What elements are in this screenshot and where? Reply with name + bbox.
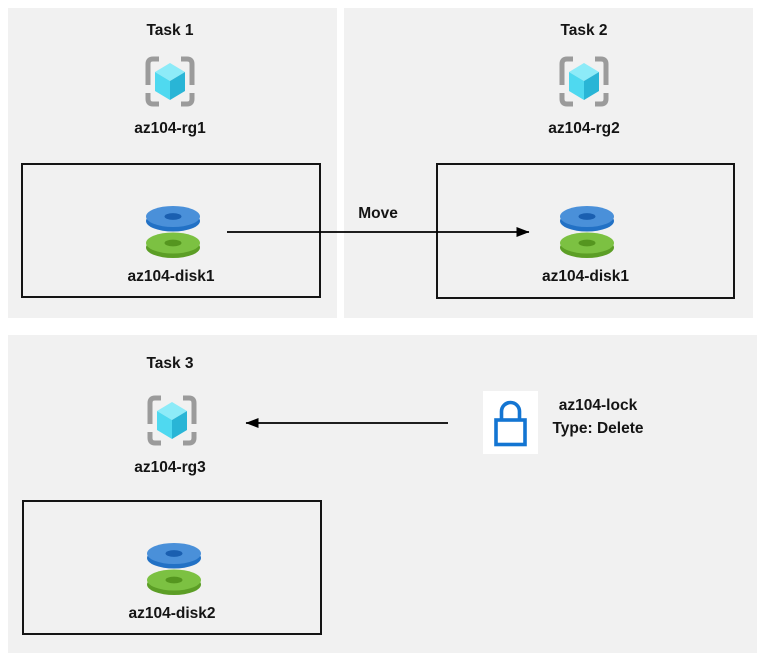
- task1-rg-label: az104-rg1: [134, 120, 206, 137]
- resource-group-icon: [142, 54, 198, 110]
- disk-icon: [147, 543, 201, 595]
- task3-panel: Task 3 az104-rg3 az104-disk2: [8, 335, 757, 653]
- lock-tile: [483, 391, 538, 454]
- task1-disk-label: az104-disk1: [127, 268, 215, 285]
- lock-icon: [494, 400, 527, 447]
- lock-name: az104-lock: [558, 397, 638, 414]
- disk-icon: [560, 206, 614, 258]
- task3-title: Task 3: [146, 355, 194, 372]
- task2-title: Task 2: [560, 22, 608, 39]
- lock-label-block: az104-lock Type: Delete: [538, 394, 658, 440]
- disk-icon: [146, 206, 200, 258]
- task2-rg-label: az104-rg2: [548, 120, 620, 137]
- resource-group-icon: [144, 393, 200, 449]
- task2-panel: Task 2 az104-rg2 az104-disk1: [344, 8, 753, 318]
- task2-disk-label: az104-disk1: [541, 268, 630, 285]
- task3-disk-box: az104-disk2: [22, 500, 322, 635]
- task3-rg-label: az104-rg3: [134, 459, 206, 476]
- task1-disk-box: az104-disk1: [21, 163, 321, 298]
- task3-disk-label: az104-disk2: [128, 605, 216, 622]
- task1-panel: Task 1 az104-rg1 az104-disk1: [8, 8, 337, 318]
- task2-disk-box: az104-disk1: [436, 163, 735, 299]
- move-arrow-label: Move: [358, 205, 398, 222]
- lock-type: Type: Delete: [552, 420, 644, 437]
- task1-title: Task 1: [146, 22, 194, 39]
- resource-group-icon: [556, 54, 612, 110]
